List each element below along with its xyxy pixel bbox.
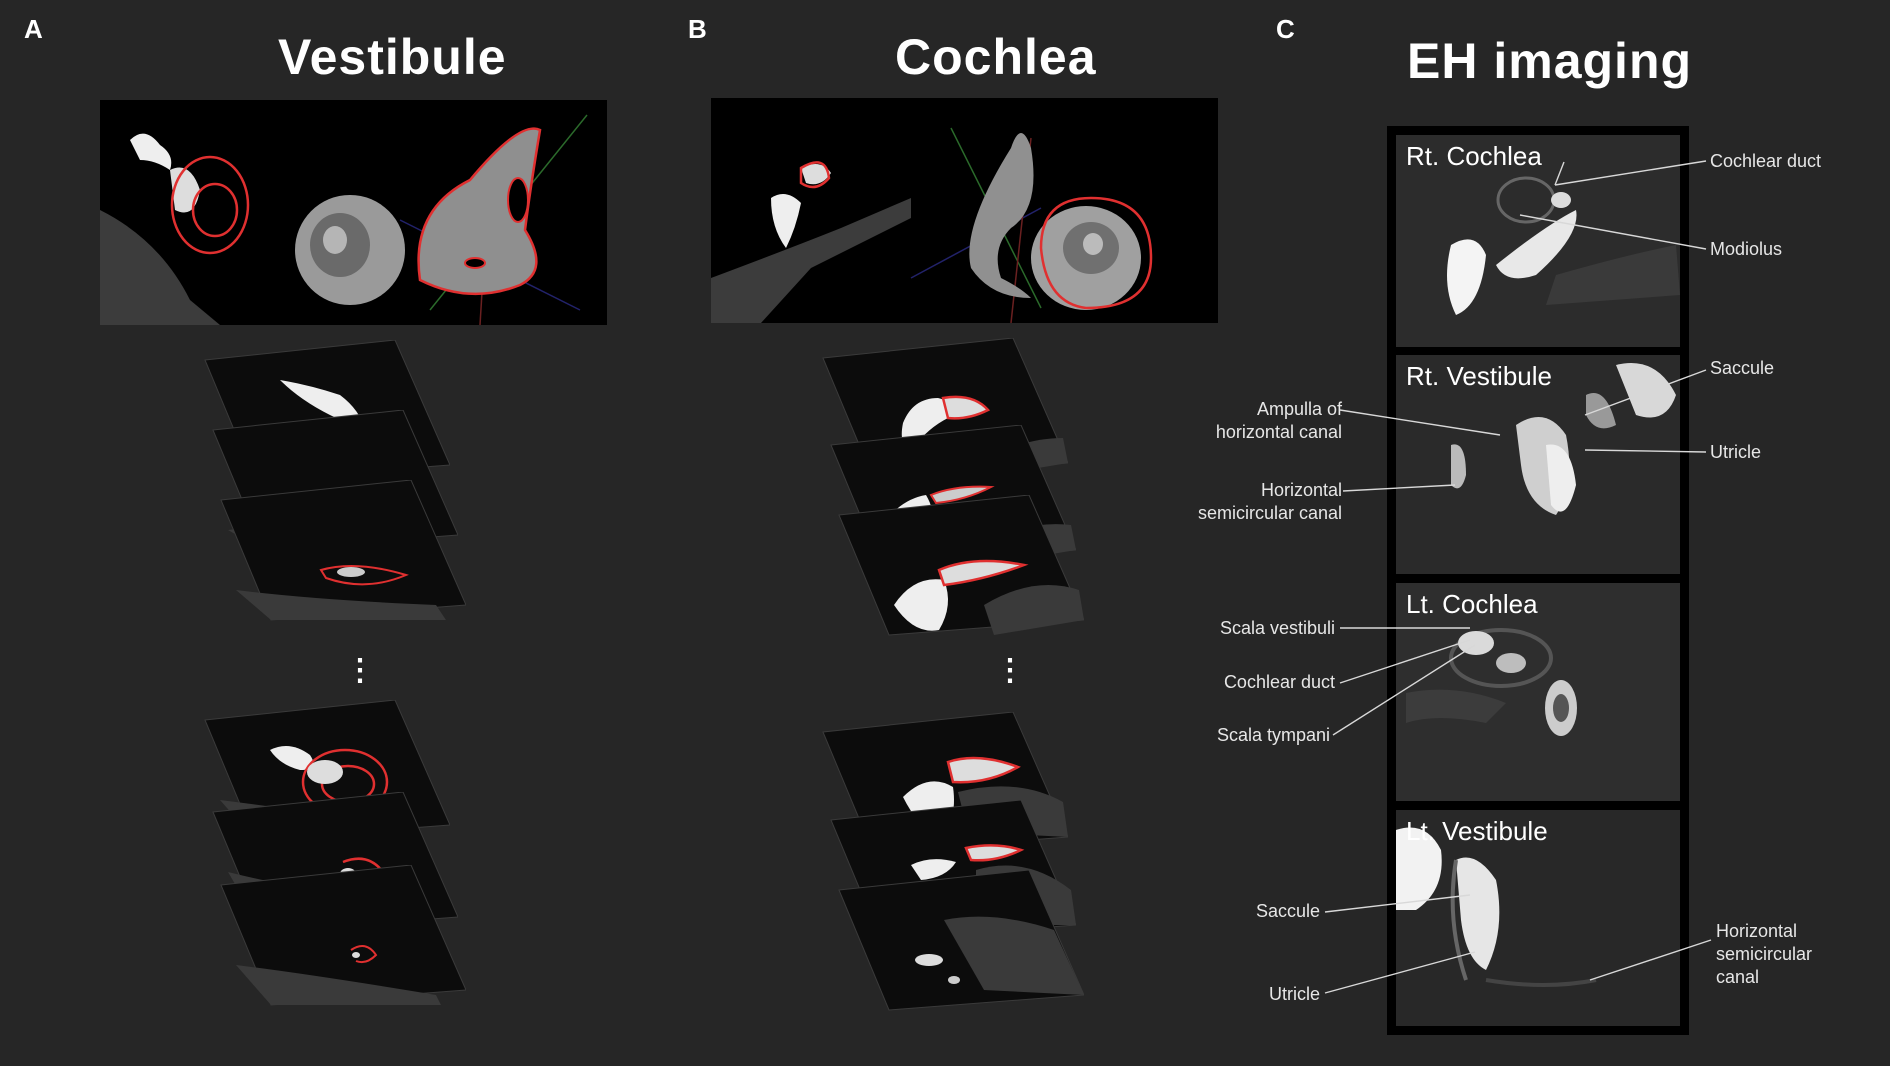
cochlea-slice-6 — [834, 869, 1085, 1035]
eh-cell-title-lt-vestibule: Lt. Vestibule — [1406, 816, 1548, 846]
label-horizontal-canal-rt: Horizontal semicircular canal — [1197, 480, 1342, 523]
label-cochlear-duct-rt: Cochlear duct — [1710, 151, 1822, 171]
label-scala-tympani: Scala tympani — [1216, 725, 1330, 745]
vestibule-3d-render — [100, 100, 607, 325]
eh-cell-rt-cochlea: Rt. Cochlea — [1396, 135, 1680, 347]
panel-title-cochlea: Cochlea — [895, 29, 1097, 85]
vestibule-ellipsis: ⋮ — [345, 654, 375, 687]
panel-letter-b: B — [688, 14, 707, 44]
label-saccule-rt: Saccule — [1710, 358, 1775, 378]
label-utricle-lt: Utricle — [1268, 984, 1320, 1004]
label-scala-vestibuli: Scala vestibuli — [1219, 618, 1335, 638]
eh-cell-rt-vestibule: Rt. Vestibule — [1396, 355, 1680, 574]
panel-letter-a: A — [24, 14, 43, 44]
eh-cell-title-rt-cochlea: Rt. Cochlea — [1406, 141, 1542, 171]
cochlea-ellipsis: ⋮ — [995, 654, 1025, 687]
cochlea-3d-render — [711, 98, 1218, 323]
label-utricle-rt: Utricle — [1710, 442, 1762, 462]
label-cochlear-duct-lt: Cochlear duct — [1223, 672, 1335, 692]
label-modiolus: Modiolus — [1710, 239, 1783, 259]
panel-title-vestibule: Vestibule — [278, 29, 507, 85]
eh-cell-lt-cochlea: Lt. Cochlea — [1396, 583, 1680, 801]
eh-cell-title-lt-cochlea: Lt. Cochlea — [1406, 589, 1538, 619]
cochlea-slice-3 — [834, 494, 1085, 660]
panel-title-eh-imaging: EH imaging — [1407, 33, 1693, 89]
eh-cell-title-rt-vestibule: Rt. Vestibule — [1406, 361, 1552, 391]
vestibule-slice-6 — [216, 864, 467, 1030]
label-ampulla: Ampulla of horizontal canal — [1215, 399, 1342, 442]
panel-letter-c: C — [1276, 14, 1295, 44]
label-horizontal-canal-lt: Horizontal semicircular canal — [1716, 921, 1813, 987]
vestibule-slice-3 — [216, 479, 467, 645]
eh-cell-lt-vestibule: Lt. Vestibule — [1396, 810, 1680, 1026]
label-saccule-lt: Saccule — [1255, 901, 1320, 921]
